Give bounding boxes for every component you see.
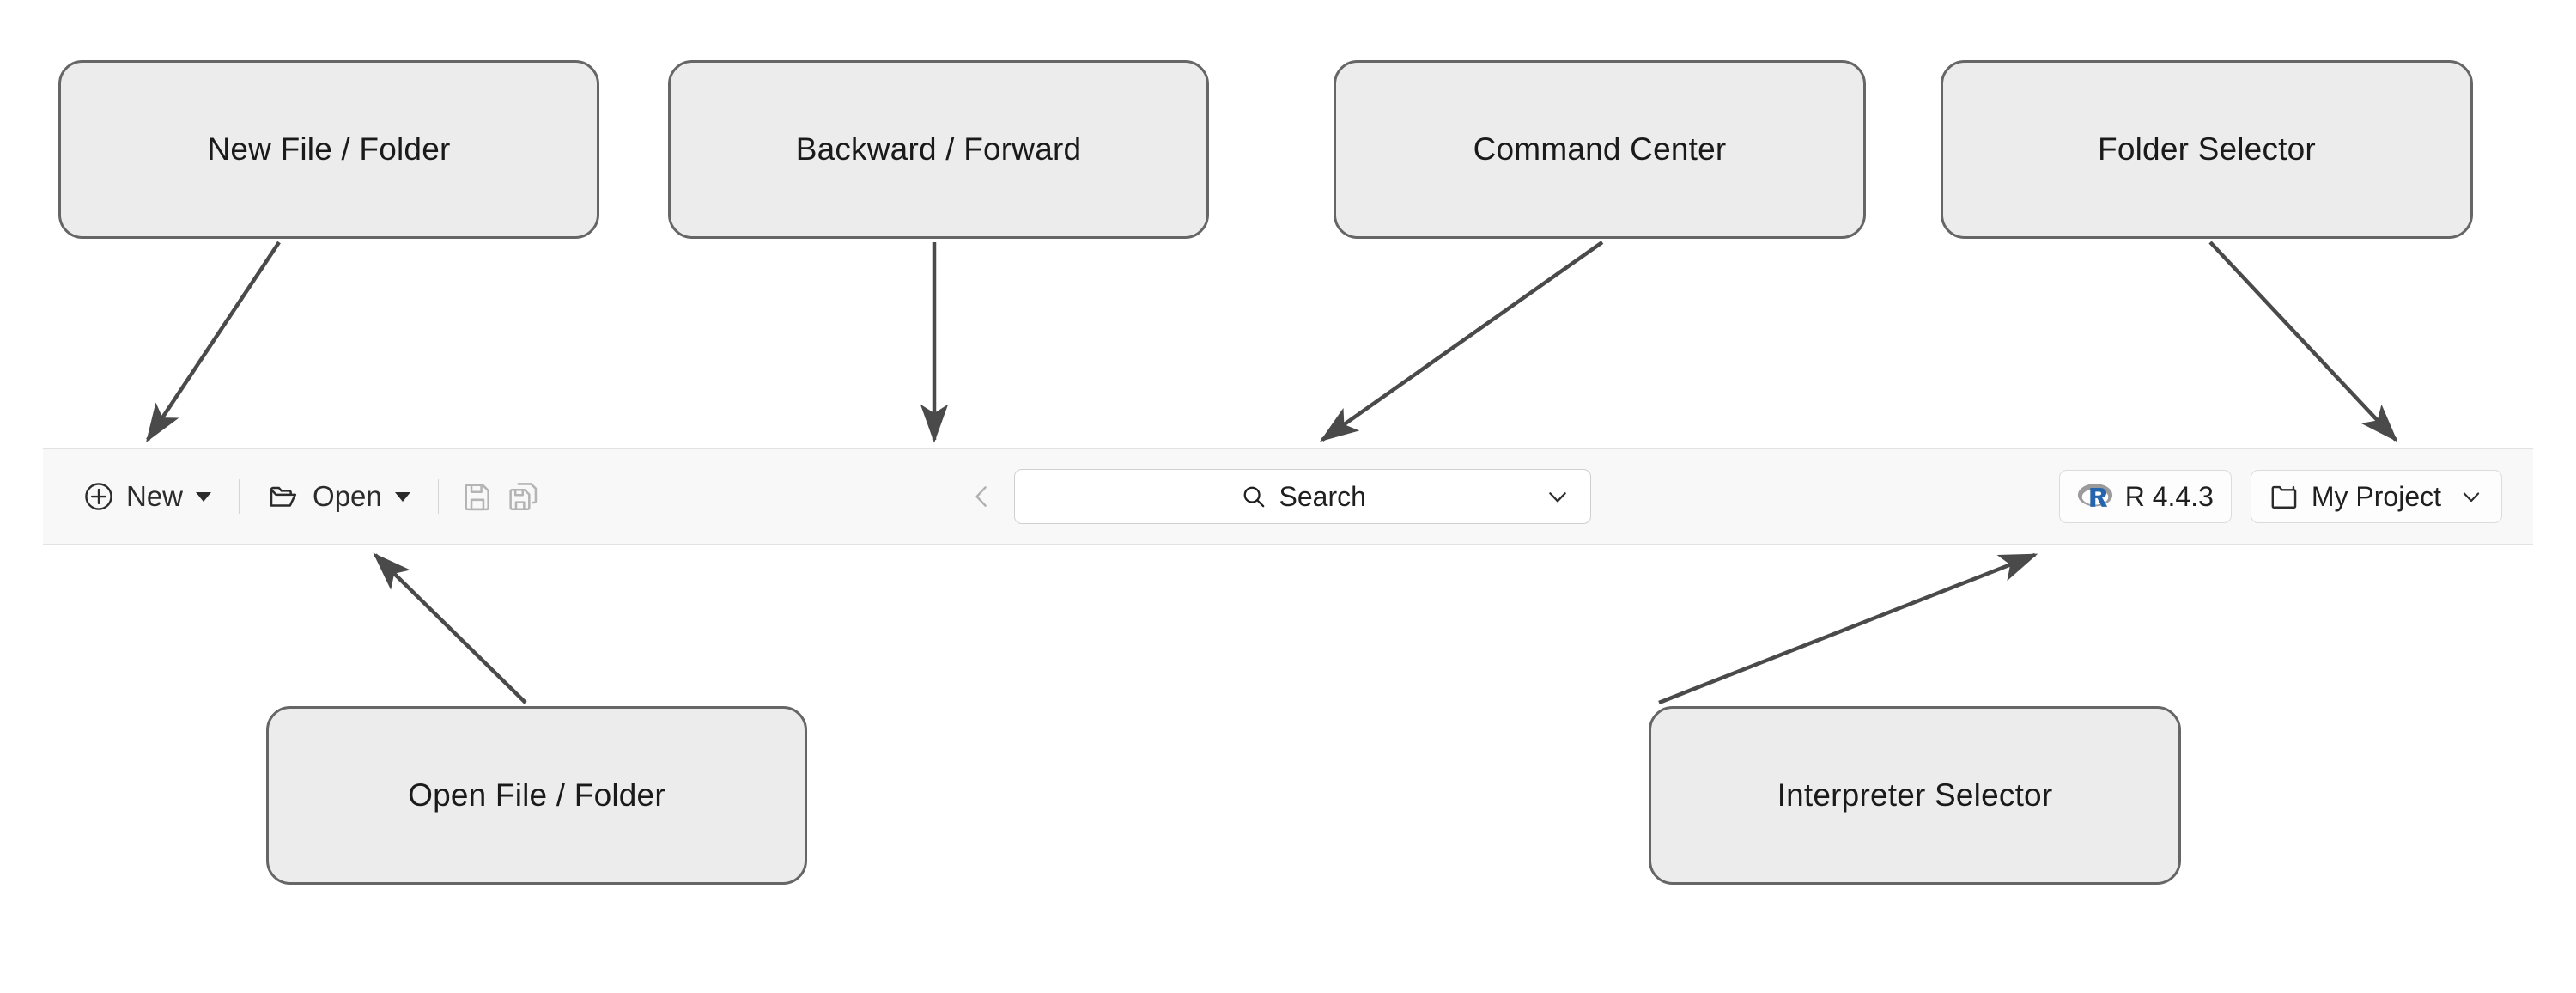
callout-label: Interpreter Selector [1777,777,2053,813]
save-all-icon [507,480,540,513]
command-center-placeholder: Search [1279,480,1366,512]
back-button[interactable] [959,473,1005,520]
toolbar-center-group: Search [547,469,2059,524]
chevron-down-icon[interactable] [1544,483,1571,510]
toolbar-left-group: New Open [43,472,547,521]
chevron-left-icon [968,482,997,511]
callout-command-center: Command Center [1334,60,1866,239]
callout-label: Backward / Forward [795,131,1082,167]
arrow-folder-selector [2208,241,2398,442]
ide-toolbar: New Open [43,448,2533,545]
save-icon [461,480,494,513]
interpreter-selector[interactable]: R 4.4.3 [2058,470,2232,523]
callout-label: New File / Folder [207,131,451,167]
folder-selector[interactable]: My Project [2250,470,2502,523]
callout-open-file-folder: Open File / Folder [266,706,807,885]
callout-interpreter-selector: Interpreter Selector [1649,706,2181,885]
toolbar-separator [437,479,439,514]
interpreter-selector-label: R 4.4.3 [2124,480,2214,512]
callout-folder-selector: Folder Selector [1941,60,2473,239]
folder-icon [2269,481,2300,512]
toolbar-separator [239,479,240,514]
r-logo-icon [2077,482,2113,511]
arrow-command-center [1320,241,1604,442]
folder-selector-label: My Project [2311,480,2441,512]
callout-label: Open File / Folder [408,777,665,813]
toolbar-right-group: R 4.4.3 My Project [2058,470,2533,523]
save-all-button[interactable] [501,473,547,520]
command-center-search[interactable]: Search [1014,469,1592,524]
command-center-content: Search [1240,481,1366,513]
arrow-open-file-folder [373,552,527,704]
callout-new-file-folder: New File / Folder [58,60,599,239]
search-icon [1240,483,1267,510]
callout-label: Command Center [1473,131,1727,167]
callout-label: Folder Selector [2098,131,2316,167]
folder-open-icon [267,479,301,514]
new-button[interactable]: New [70,473,223,520]
chevron-down-icon [394,491,410,502]
save-button[interactable] [454,473,501,520]
open-button[interactable]: Open [255,472,422,521]
chevron-down-icon [196,491,212,502]
plus-circle-icon [82,480,115,513]
open-button-label: Open [313,480,382,512]
callout-backward-forward: Backward / Forward [668,60,1209,239]
new-button-label: New [126,480,184,512]
chevron-down-icon[interactable] [2458,484,2484,509]
arrow-interpreter-selector [1658,552,2038,705]
arrow-new-file-folder [146,241,281,442]
